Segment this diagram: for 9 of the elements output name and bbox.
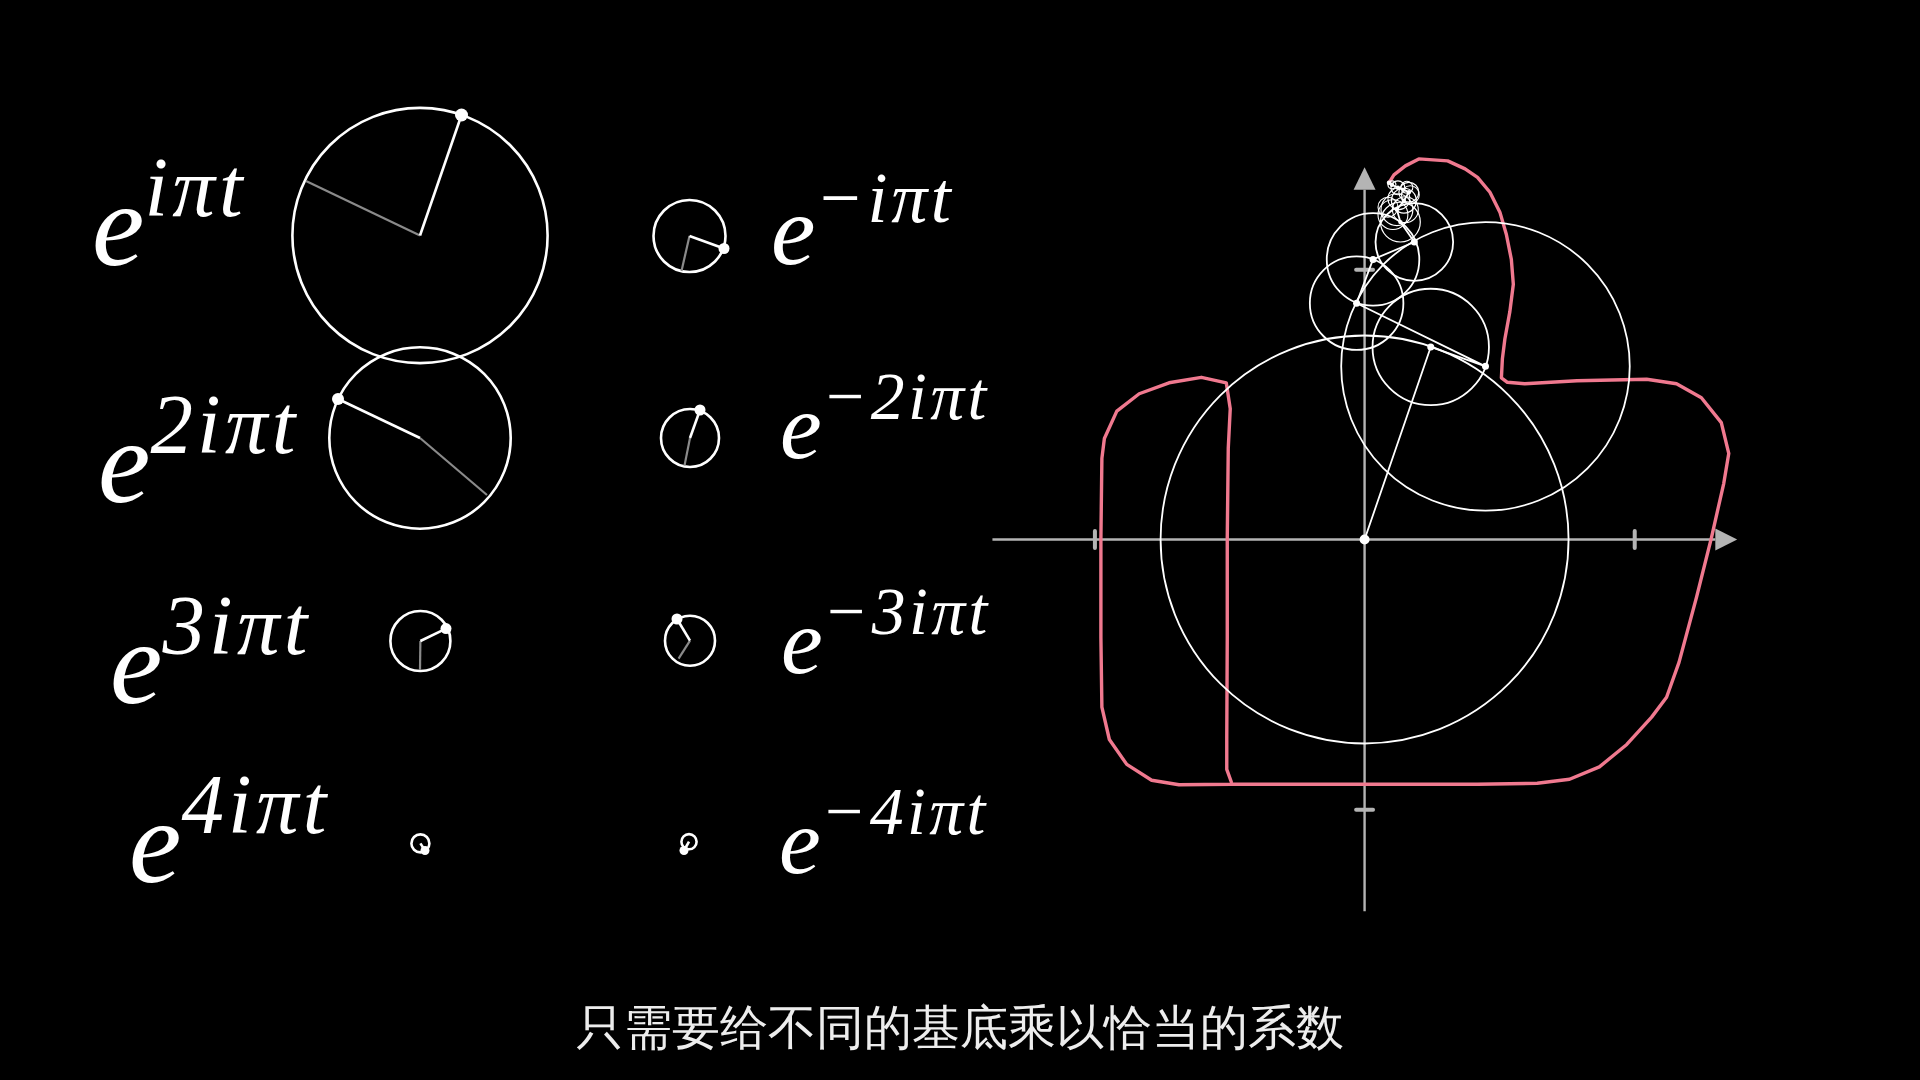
formula: e$^{4iπt}$	[129, 772, 331, 911]
formula: e$^{3iπt}$	[110, 593, 312, 732]
formula: e$^{iπt}$	[92, 155, 247, 294]
formula: e$^{−iπt}$	[771, 171, 955, 289]
formula: e$^{2iπt}$	[98, 392, 300, 531]
formula: e$^{−2iπt}$	[780, 369, 990, 480]
formula: e$^{−3iπt}$	[781, 584, 991, 695]
subtitle: 只需要给不同的基底乘以恰当的系数	[575, 999, 1345, 1057]
formula: e$^{−4iπt}$	[779, 784, 989, 895]
